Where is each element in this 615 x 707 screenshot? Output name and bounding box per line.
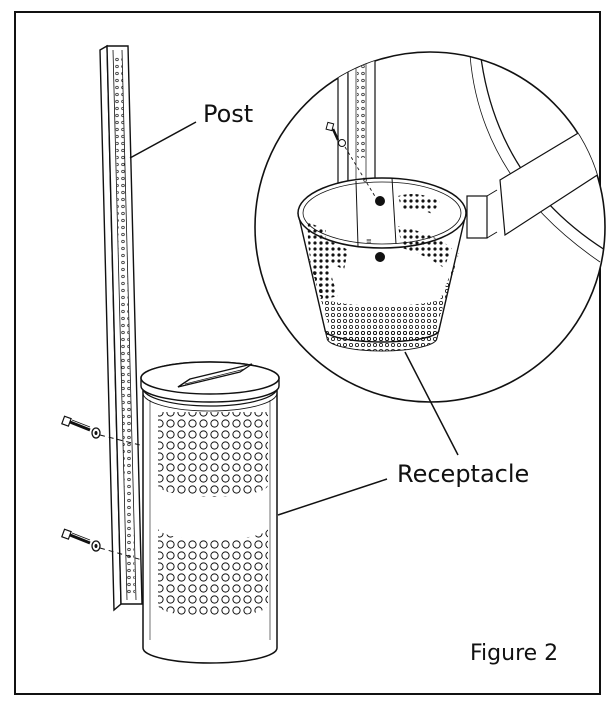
post-leader-line <box>129 121 197 159</box>
detail-leader-line <box>404 351 459 456</box>
figure-caption: Figure 2 <box>470 641 559 666</box>
lower-bolt <box>61 528 161 566</box>
receptacle-label: Receptacle <box>397 460 530 488</box>
svg-text:≡: ≡ <box>366 237 372 245</box>
receptacle-leader-line <box>277 478 388 516</box>
page-border <box>14 11 601 695</box>
post-label: Post <box>203 100 254 128</box>
receptacle-illustration <box>140 361 280 664</box>
post-illustration <box>99 44 143 612</box>
detail-view: o ≡ <box>254 51 606 403</box>
upper-bolt <box>61 415 161 451</box>
